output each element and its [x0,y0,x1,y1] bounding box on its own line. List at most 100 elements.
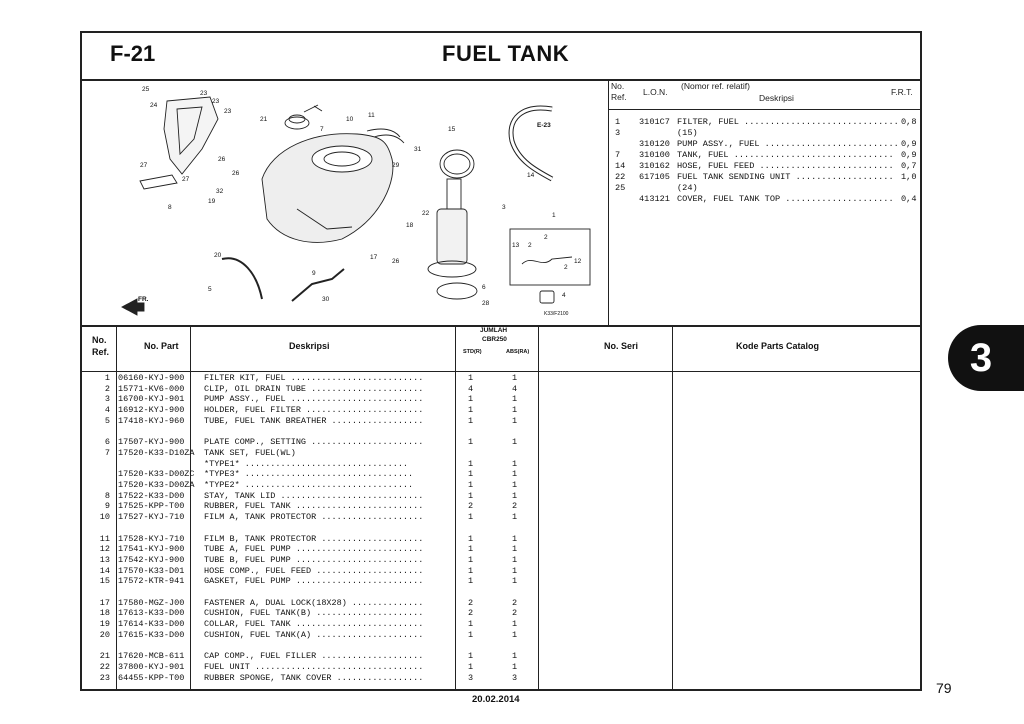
callout: 20 [214,252,222,259]
callout: 12 [574,258,582,265]
callout: 9 [312,270,316,277]
parts-cell-abs: 1 [512,480,518,490]
callout: E-23 [537,122,551,129]
parts-cell-abs: 1 [512,554,518,565]
page-title: FUEL TANK [442,41,570,66]
tank-cover-shape [163,96,219,175]
section-code: F-21 [110,41,156,66]
parts-cell-abs: 4 [512,383,518,394]
callout: 10 [346,116,354,123]
parts-cell-part: 16700-KYJ-901 [118,394,185,405]
column-divider [538,325,539,691]
parts-cell-abs: 3 [512,672,518,683]
callout: 21 [260,116,268,123]
parts-cell-ref: 12 [99,544,110,555]
callout: 24 [150,102,158,109]
parts-cell-std: 1 [468,373,474,383]
parts-cell-desc: *TYPE2* ................................… [204,480,414,490]
ref-row: 3(15) [615,128,698,138]
callout: 17 [370,254,378,261]
parts-cell-desc: FILM A, TANK PROTECTOR .................… [204,512,424,523]
parts-cell-abs: 2 [512,501,518,512]
parts-cell-std: 1 [468,415,474,426]
parts-cell-std: 1 [468,651,474,662]
parts-cell-std: 1 [468,469,474,480]
parts-cell-part: 17520-K33-D00ZA [118,480,195,490]
parts-cell-desc: STAY, TANK LID .........................… [204,490,424,501]
callout: 32 [216,188,224,195]
col-ref: Ref. [92,347,110,357]
ref-header-deskripsi: Deskripsi [759,93,794,103]
callout: 2 [564,264,568,271]
parts-row: 17520-K33-D00ZC *TYPE3* ................… [82,469,920,480]
parts-cell-std: 2 [468,501,474,512]
parts-cell-ref: 3 [104,394,110,405]
parts-cell-ref: 17 [99,597,110,608]
parts-cell-std: 1 [468,394,474,405]
parts-cell-desc: FASTENER A, DUAL LOCK(18X28) ...........… [204,597,424,608]
parts-cell-part: 17520-K33-D10ZA [118,447,195,458]
exploded-diagram: 25 24 23 23 23 26 26 27 27 8 21 7 10 11 … [82,79,609,325]
parts-cell-desc: GASKET, FUEL PUMP ......................… [204,576,424,587]
parts-cell-part: 17620-MCB-611 [118,651,185,662]
callout: 29 [392,162,400,169]
col-no: No. [92,335,107,345]
callout: 25 [142,86,150,93]
parts-cell-part: 17541-KYJ-900 [118,544,185,555]
callout: 28 [482,300,490,307]
parts-cell-std: 1 [468,405,474,416]
parts-cell-desc: HOLDER, FUEL FILTER ....................… [204,405,424,416]
parts-cell-desc: RUBBER SPONGE, TANK COVER ..............… [204,672,424,683]
parts-cell-std: 3 [468,672,474,683]
parts-cell-desc: CLIP, OIL DRAIN TUBE ...................… [204,383,424,394]
callout: 26 [392,258,400,265]
parts-cell-part: 37800-KYJ-901 [118,661,185,672]
col-no-part: No. Part [144,341,179,351]
callout: 15 [448,126,456,133]
callout: 27 [140,162,148,169]
parts-cell-ref: 9 [104,501,110,512]
parts-cell-part: 17418-KYJ-960 [118,415,185,426]
ref-header-nomor: (Nomor ref. relatif) [681,81,750,91]
parts-cell-part: 17525-KPP-T00 [118,501,185,512]
parts-cell-abs: 1 [512,373,518,383]
parts-cell-desc: FILTER KIT, FUEL .......................… [204,373,424,383]
parts-cell-desc: COLLAR, FUEL TANK ......................… [204,619,424,630]
parts-cell-std: 1 [468,661,474,672]
parts-cell-part: 17507-KYJ-900 [118,437,185,448]
parts-cell-part: 06160-KYJ-900 [118,373,185,383]
parts-cell-desc: *TYPE1* ................................ [204,458,409,469]
parts-cell-std: 1 [468,554,474,565]
parts-cell-abs: 2 [512,597,518,608]
parts-cell-std: 1 [468,533,474,544]
parts-cell-abs: 1 [512,661,518,672]
parts-cell-part: 17570-K33-D01 [118,565,185,576]
diagram-callouts: 25 24 23 23 23 26 26 27 27 8 21 7 10 11 … [138,86,582,317]
callout: 14 [527,172,535,179]
parts-cell-ref: 1 [104,373,110,383]
parts-cell-ref: 4 [104,405,110,416]
filter-kit-box [509,228,591,286]
parts-cell-ref: 20 [99,629,110,640]
callout: 23 [212,98,220,105]
footer-date: 20.02.2014 [472,694,520,705]
parts-cell-abs: 1 [512,469,518,480]
parts-cell-std: 1 [468,512,474,523]
parts-column-header: No. Ref. No. Part Deskripsi JUMLAH CBR25… [82,325,920,372]
parts-cell-ref: 15 [99,576,110,587]
callout: 13 [512,242,520,249]
callout: 30 [322,296,330,303]
column-divider [116,325,117,691]
